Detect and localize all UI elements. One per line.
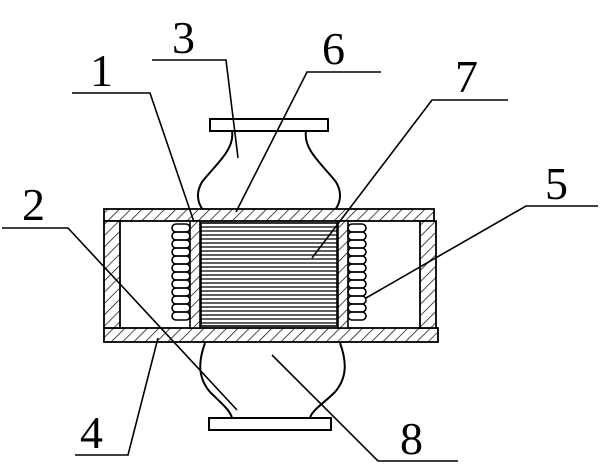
top-flange: [209, 118, 329, 132]
leader-1: [72, 92, 195, 223]
inner-left-post: [189, 220, 201, 329]
part-labels: 1 2 3 4 5 6 7 8: [22, 12, 568, 464]
label-8: 8: [400, 413, 423, 464]
left-coil-stack: [171, 223, 191, 321]
housing-bottom-wall: [103, 327, 439, 343]
label-7: 7: [455, 51, 478, 102]
bottom-flange: [208, 417, 332, 431]
housing-top-wall: [103, 208, 435, 222]
right-coil-stack: [347, 223, 367, 321]
leader-2: [2, 227, 238, 411]
label-3: 3: [172, 12, 195, 63]
top-bulb: [197, 130, 341, 211]
leader-lines: [2, 59, 598, 462]
leader-5: [365, 205, 598, 299]
leader-4: [75, 337, 159, 456]
top-connector: [197, 118, 341, 211]
label-4: 4: [80, 407, 103, 458]
bottom-bulb: [199, 342, 346, 419]
label-5: 5: [545, 158, 568, 209]
leader-7: [311, 99, 508, 259]
housing-right-wall: [419, 220, 437, 329]
stacked-plates: [200, 222, 338, 327]
label-1: 1: [90, 45, 113, 96]
label-2: 2: [22, 179, 45, 230]
bottom-connector: [199, 342, 346, 431]
inner-right-post: [337, 220, 349, 329]
leader-3: [152, 59, 239, 159]
leader-6: [235, 71, 381, 213]
housing-shell: [103, 208, 439, 343]
leader-8: [271, 354, 458, 462]
label-6: 6: [322, 23, 345, 74]
